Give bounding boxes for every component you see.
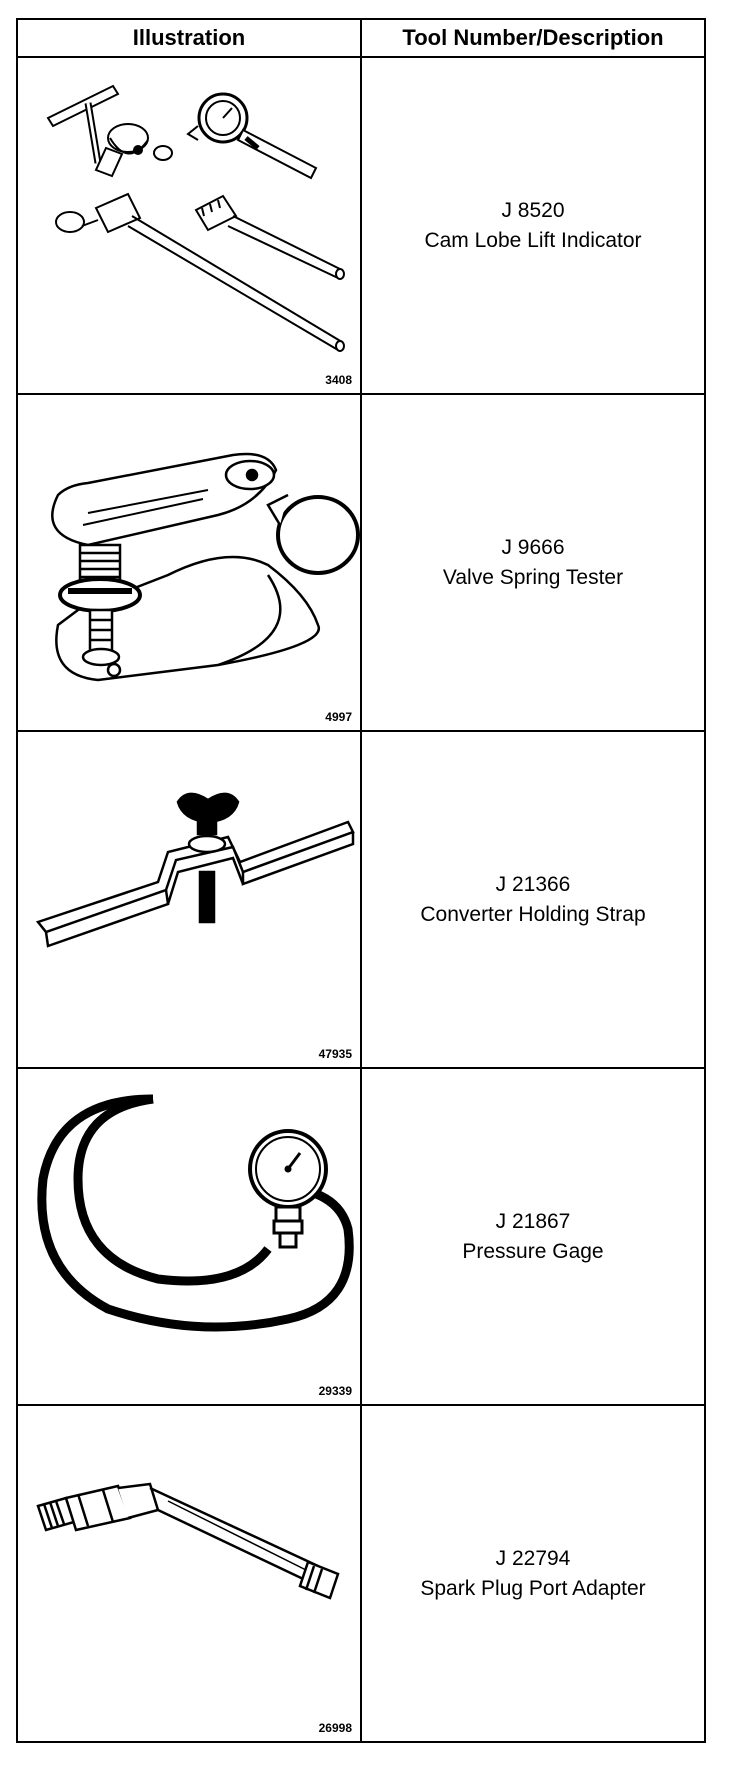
header-illustration: Illustration [18,20,362,56]
table-row: 29339 J 21867 Pressure Gage [18,1069,704,1406]
figure-number: 47935 [318,1047,352,1061]
tool-description: Spark Plug Port Adapter [420,1576,646,1600]
illustration-cell: 29339 [18,1069,362,1404]
illustration-cell: 4997 [18,395,362,730]
description-cell: J 9666 Valve Spring Tester [362,395,704,730]
description-cell: J 22794 Spark Plug Port Adapter [362,1406,704,1741]
tool-number: J 21366 [495,872,571,896]
figure-number: 3408 [325,373,352,387]
tool-description: Pressure Gage [462,1239,604,1263]
tool-table: Illustration Tool Number/Description [16,18,706,1743]
figure-number: 29339 [318,1384,352,1398]
tool-description: Cam Lobe Lift Indicator [424,228,642,252]
table-row: 3408 J 8520 Cam Lobe Lift Indicator [18,58,704,395]
valve-spring-tester-icon [51,452,360,682]
table-row: 47935 J 21366 Converter Holding Strap [18,732,704,1069]
tool-number: J 21867 [495,1209,571,1233]
illustration-cell: 47935 [18,732,362,1067]
description-cell: J 8520 Cam Lobe Lift Indicator [362,58,704,393]
tool-description: Converter Holding Strap [420,902,646,926]
cam-lobe-lift-indicator-icon [46,84,345,352]
tool-number: J 22794 [495,1546,571,1570]
converter-holding-strap-icon [35,792,355,948]
figure-number: 26998 [318,1721,352,1735]
figure-number: 4997 [325,710,352,724]
table-header: Illustration Tool Number/Description [18,20,704,58]
tool-description: Valve Spring Tester [442,565,624,589]
header-tool: Tool Number/Description [402,25,664,50]
tool-number: J 9666 [501,535,565,559]
pressure-gage-icon [37,1094,354,1332]
illustration-cell: 26998 [18,1406,362,1741]
illustration-cell: 3408 [18,58,362,393]
table-row: 26998 J 22794 Spark Plug Port Adapter [18,1406,704,1741]
description-cell: J 21366 Converter Holding Strap [362,732,704,1067]
description-cell: J 21867 Pressure Gage [362,1069,704,1404]
table-row: 4997 J 9666 Valve Spring Tester [18,395,704,732]
spark-plug-port-adapter-icon [36,1482,340,1600]
tool-number: J 8520 [501,198,565,222]
